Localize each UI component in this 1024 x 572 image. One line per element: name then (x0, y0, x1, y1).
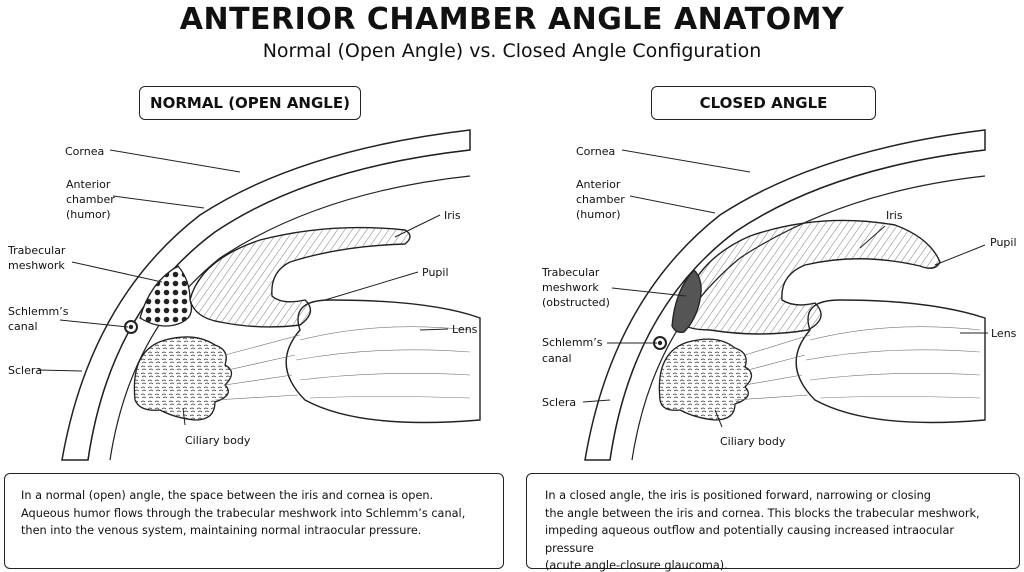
left-label-trabecular-1: Trabecular (7, 244, 66, 257)
right-trabecular-meshwork (671, 269, 702, 334)
left-label-trabecular-2: meshwork (8, 259, 65, 272)
left-label-cornea: Cornea (65, 145, 104, 158)
right-anatomy (584, 129, 986, 461)
right-ciliary-body (658, 338, 753, 421)
right-label-anterior-chamber-1: Anterior (576, 178, 621, 191)
right-label-cornea: Cornea (576, 145, 615, 158)
left-caption-line: In a normal (open) angle, the space betw… (21, 489, 434, 502)
right-label-anterior-chamber-2: chamber (576, 193, 625, 206)
left-panel-heading: NORMAL (OPEN ANGLE) (139, 86, 361, 120)
right-caption-line: (acute angle-closure glaucoma). (545, 559, 728, 572)
left-label-anterior-chamber-1: Anterior (66, 178, 111, 191)
right-caption-line: impeding aqueous outflow and potentially… (545, 524, 955, 555)
right-label-trabecular-3: (obstructed) (542, 296, 610, 309)
right-label-sclera: Sclera (542, 396, 576, 409)
right-lens (795, 299, 986, 424)
left-caption: In a normal (open) angle, the space betw… (4, 473, 504, 569)
left-ciliary-body (133, 336, 233, 421)
right-label-anterior-chamber-3: (humor) (576, 208, 621, 221)
left-caption-line: then into the venous system, maintaining… (21, 524, 422, 537)
right-leader-lines (582, 149, 988, 428)
left-label-anterior-chamber-2: chamber (66, 193, 115, 206)
left-label-pupil: Pupil (422, 266, 449, 279)
left-caption-line: Aqueous humor flows through the trabecul… (21, 506, 466, 520)
right-caption-line: In a closed angle, the iris is positione… (545, 489, 931, 502)
right-panel-heading: CLOSED ANGLE (651, 86, 876, 120)
right-iris (679, 219, 941, 335)
page-title: ANTERIOR CHAMBER ANGLE ANATOMY (179, 2, 845, 37)
right-caption-line: the angle between the iris and cornea. T… (545, 506, 980, 520)
left-label-schlemm-1: Schlemm’s (8, 305, 69, 318)
right-label-schlemm-2: canal (542, 352, 572, 365)
right-label-iris: Iris (886, 209, 903, 222)
right-caption: In a closed angle, the iris is positione… (526, 473, 1020, 572)
left-label-lens: Lens (452, 323, 478, 336)
left-label-iris: Iris (444, 209, 461, 222)
left-anatomy (61, 129, 481, 461)
left-label-ciliary-body: Ciliary body (185, 434, 251, 447)
left-trabecular-meshwork (139, 265, 193, 327)
left-label-anterior-chamber-3: (humor) (66, 208, 111, 221)
right-label-schlemm-1: Schlemm’s (542, 336, 603, 349)
left-label-sclera: Sclera (8, 364, 42, 377)
left-leader-lines (37, 149, 449, 426)
left-iris (189, 226, 411, 328)
left-label-schlemm-2: canal (8, 320, 38, 333)
right-label-lens: Lens (991, 327, 1017, 340)
right-label-ciliary-body: Ciliary body (720, 435, 786, 448)
right-label-trabecular-2: meshwork (542, 281, 599, 294)
left-lens (285, 299, 481, 424)
left-labels: Cornea Anterior chamber (humor) Trabecul… (7, 145, 478, 447)
page-subtitle: Normal (Open Angle) vs. Closed Angle Con… (262, 40, 762, 62)
right-labels: Cornea Anterior chamber (humor) Trabecul… (541, 145, 1017, 448)
right-label-pupil: Pupil (990, 236, 1017, 249)
right-label-trabecular-1: Trabecular (541, 266, 600, 279)
